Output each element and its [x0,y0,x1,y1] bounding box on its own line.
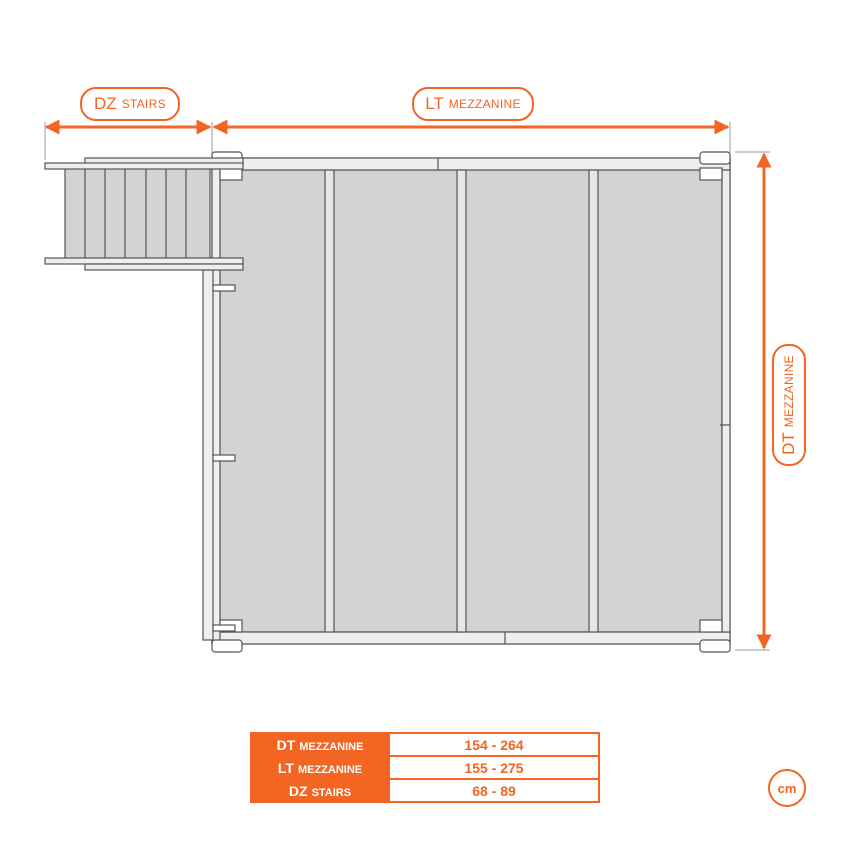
row-key-sub: STAIRS [311,786,352,799]
row-value: 154 - 264 [388,732,600,757]
stairs [44,157,244,271]
row-key: DT [276,736,296,753]
dt-mezzanine-label: DT MEZZANINE [772,344,806,466]
label-main: DZ [94,94,117,113]
row-value: 155 - 275 [388,755,600,780]
row-key: LT [277,759,294,776]
label-sub: MEZZANINE [782,355,796,428]
row-key-sub: MEZZANINE [299,740,364,753]
row-key-sub: MEZZANINE [297,763,363,776]
row-value: 68 - 89 [388,778,600,803]
row-key: DZ [288,782,308,799]
unit-badge: cm [768,769,806,807]
label-sub: STAIRS [121,97,166,111]
label-sub: MEZZANINE [448,97,521,111]
dz-stairs-label: DZ STAIRS [80,87,180,121]
label-main: DT [779,432,798,455]
mezzanine-deck [202,151,731,653]
lt-mezzanine-label: LT MEZZANINE [412,87,534,121]
label-main: LT [425,94,444,113]
